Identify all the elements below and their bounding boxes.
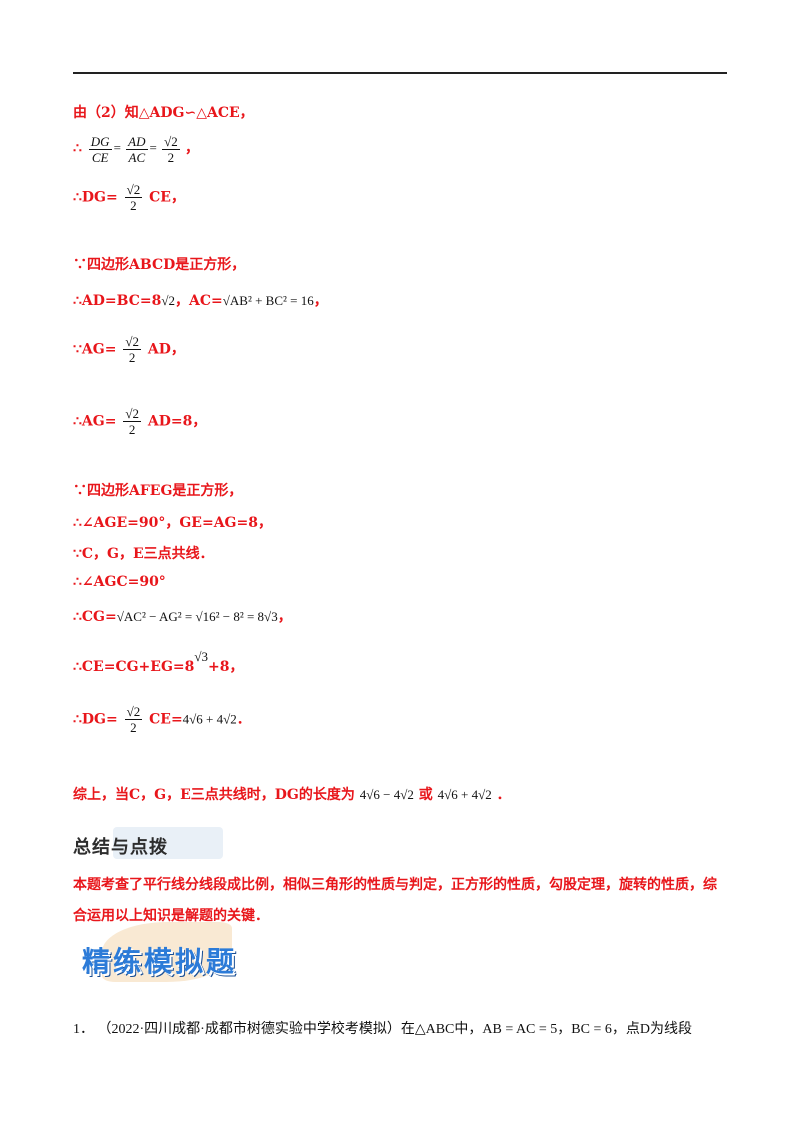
solution-line-4: ∵四边形ABCD是正方形， — [73, 257, 246, 273]
summary-heading: 总结与点拨 — [73, 827, 223, 859]
solution-conclusion: 综上，当C，G，E三点共线时，DG的长度为 4√6 − 4√2 或 4√6 + … — [73, 787, 511, 803]
question-1: 1． （2022·四川成都·成都市树德实验中学校考模拟）在△ABC中，AB = … — [73, 1018, 692, 1038]
solution-line-1: 由（2）知△ADG∽△ACE， — [73, 105, 254, 121]
practice-banner: 精练模拟题 — [82, 922, 237, 982]
question-number: 1． — [73, 1022, 94, 1037]
solution-line-11: ∴∠AGC=90° — [73, 574, 166, 590]
solution-line-5: ∴AD=BC=8√2，AC=√AB² + BC² = 16， — [73, 293, 328, 309]
solution-line-9: ∴∠AGE=90°，GE=AG=8， — [73, 515, 272, 531]
question-text: （2022·四川成都·成都市树德实验中学校考模拟）在△ABC中，AB = AC … — [97, 1022, 692, 1037]
header-rule — [73, 72, 727, 74]
solution-line-12: ∴CG=√AC² − AG² = √16² − 8² = 8√3， — [73, 609, 292, 625]
summary-text: 本题考查了平行线分线段成比例，相似三角形的性质与判定，正方形的性质，勾股定理，旋… — [73, 877, 717, 924]
solution-line-8: ∵四边形AFEG是正方形， — [73, 483, 243, 499]
solution-line-13: ∴CE=CG+EG=8√3+8， — [73, 649, 244, 675]
solution-line-10: ∵C，G，E三点共线． — [73, 546, 214, 562]
